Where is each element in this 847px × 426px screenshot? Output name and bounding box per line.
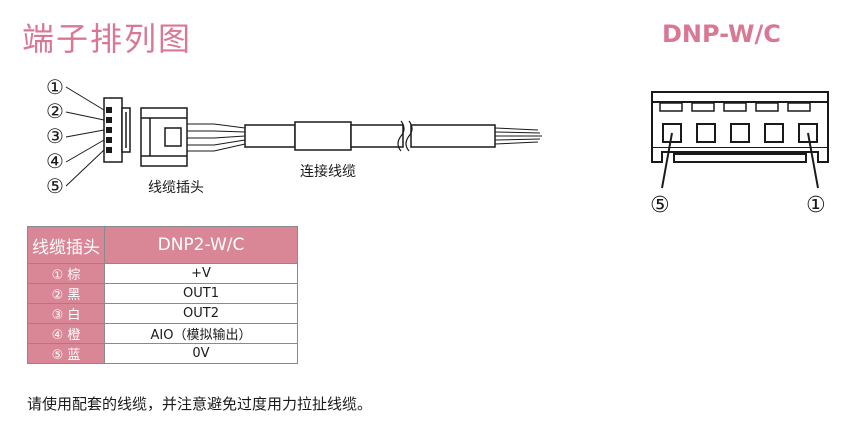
connector-top-slots [659,102,811,112]
connector-marker-1: ① [806,193,826,218]
signal-cell: +V [104,263,298,284]
leader-lines [65,86,105,187]
pin-cell: ⑤ 蓝 [27,343,105,364]
terminal-diagram: ① ② ③ ④ ⑤ [46,75,829,218]
pin-cell: ③ 白 [27,303,105,324]
table-row: ⑤ 蓝 0V [27,343,298,364]
cable-break [397,120,413,152]
signal-cell: 0V [104,343,298,364]
model-title: DNP-W/C [662,20,781,48]
cable-wire-ends [494,127,542,145]
pin-marker-2: ② [46,99,64,123]
page-title: 端子排列图 [22,20,193,58]
pin-cell: ① 棕 [27,263,105,284]
plug-housing [140,107,188,167]
signal-cell: AIO（模拟输出） [104,323,298,344]
connector-leaders [661,132,819,189]
pin-marker-1: ① [46,75,64,99]
connector-pin-holes [662,123,818,143]
pin-marker-3: ③ [46,124,64,148]
table-row: ④ 橙 AIO（模拟输出） [27,323,298,344]
pin-cell: ② 黑 [27,283,105,304]
pin-table: 线缆插头 DNP2-W/C ① 棕 +V ② 黑 OUT1 ③ 白 OUT2 ④… [27,226,298,364]
pin-markers: ① ② ③ ④ ⑤ [46,75,64,198]
usage-note: 请使用配套的线缆，并注意避免过度用力拉扯线缆。 [27,395,373,413]
header-cell-plug: 线缆插头 [27,226,105,264]
table-row: ② 黑 OUT1 [27,283,298,304]
pin-cell: ④ 橙 [27,323,105,344]
plug-label: 线缆插头 [148,180,204,196]
header-cell-model: DNP2-W/C [104,226,298,264]
pin-marker-4: ④ [46,149,64,173]
signal-cell: OUT1 [104,283,298,304]
table-row: ① 棕 +V [27,263,298,284]
cable-label: 连接线缆 [300,163,356,180]
connector-marker-5: ⑤ [650,193,670,218]
table-row: ③ 白 OUT2 [27,303,298,324]
socket [103,97,131,163]
socket-pins [106,107,112,153]
pin-marker-5: ⑤ [46,174,64,198]
cable [244,121,496,151]
signal-cell: OUT2 [104,303,298,324]
wires [187,123,246,152]
table-header: 线缆插头 DNP2-W/C [27,226,298,264]
